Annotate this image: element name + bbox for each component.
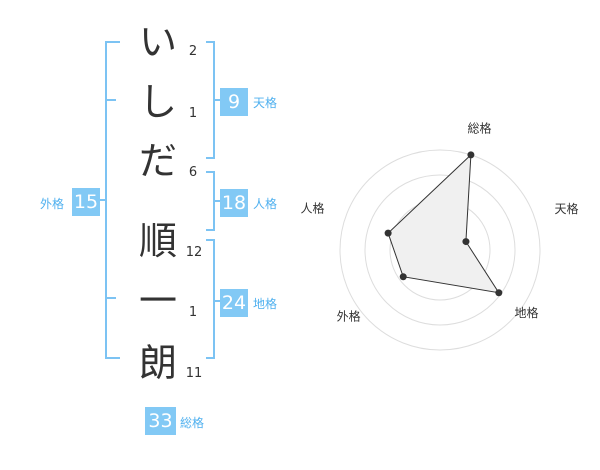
name-char-5: 一 xyxy=(138,279,177,323)
radar-ring-3 xyxy=(364,174,516,326)
radar-points xyxy=(384,151,503,297)
stroke-count-5: 1 xyxy=(188,305,198,320)
gaikaku-label: 外格 xyxy=(40,197,65,211)
radar-axis-label-4: 外格 xyxy=(337,308,361,323)
name-char-4: 順 xyxy=(138,219,177,263)
radar-point-4 xyxy=(399,273,407,281)
radar-axis-label-2: 天格 xyxy=(554,201,578,216)
gaikaku-value: 15 xyxy=(72,188,100,216)
chikaku-bracket xyxy=(206,239,215,359)
radar-axis-label-3: 地格 xyxy=(515,305,539,320)
soukaku-value: 33 xyxy=(145,407,176,435)
jinkaku-value: 18 xyxy=(220,189,248,217)
radar-area xyxy=(387,153,500,294)
chikaku-label: 地格 xyxy=(253,297,278,311)
stroke-count-3: 6 xyxy=(188,165,198,180)
name-char-3: だ xyxy=(138,139,177,183)
radar-point-2 xyxy=(462,238,470,246)
stroke-count-1: 2 xyxy=(188,44,198,59)
jinkaku-label: 人格 xyxy=(253,197,278,211)
name-char-1: い xyxy=(138,20,177,64)
tenkaku-label: 天格 xyxy=(253,96,278,110)
radar-axis-label-5: 人格 xyxy=(301,201,325,216)
name-char-6: 朗 xyxy=(138,341,177,385)
radar-point-3 xyxy=(495,289,503,297)
radar-ring-4 xyxy=(339,149,541,351)
radar-axis-label-1: 総格 xyxy=(468,120,492,135)
stroke-count-4: 12 xyxy=(185,245,203,260)
stroke-count-2: 1 xyxy=(188,106,198,121)
soukaku-label: 総格 xyxy=(180,416,205,430)
stroke-count-6: 11 xyxy=(185,366,203,381)
radar-point-5 xyxy=(384,229,392,237)
name-char-2: し xyxy=(138,80,177,124)
tenkaku-value: 9 xyxy=(220,88,248,116)
chikaku-value: 24 xyxy=(220,289,248,317)
radar-point-1 xyxy=(467,151,475,159)
